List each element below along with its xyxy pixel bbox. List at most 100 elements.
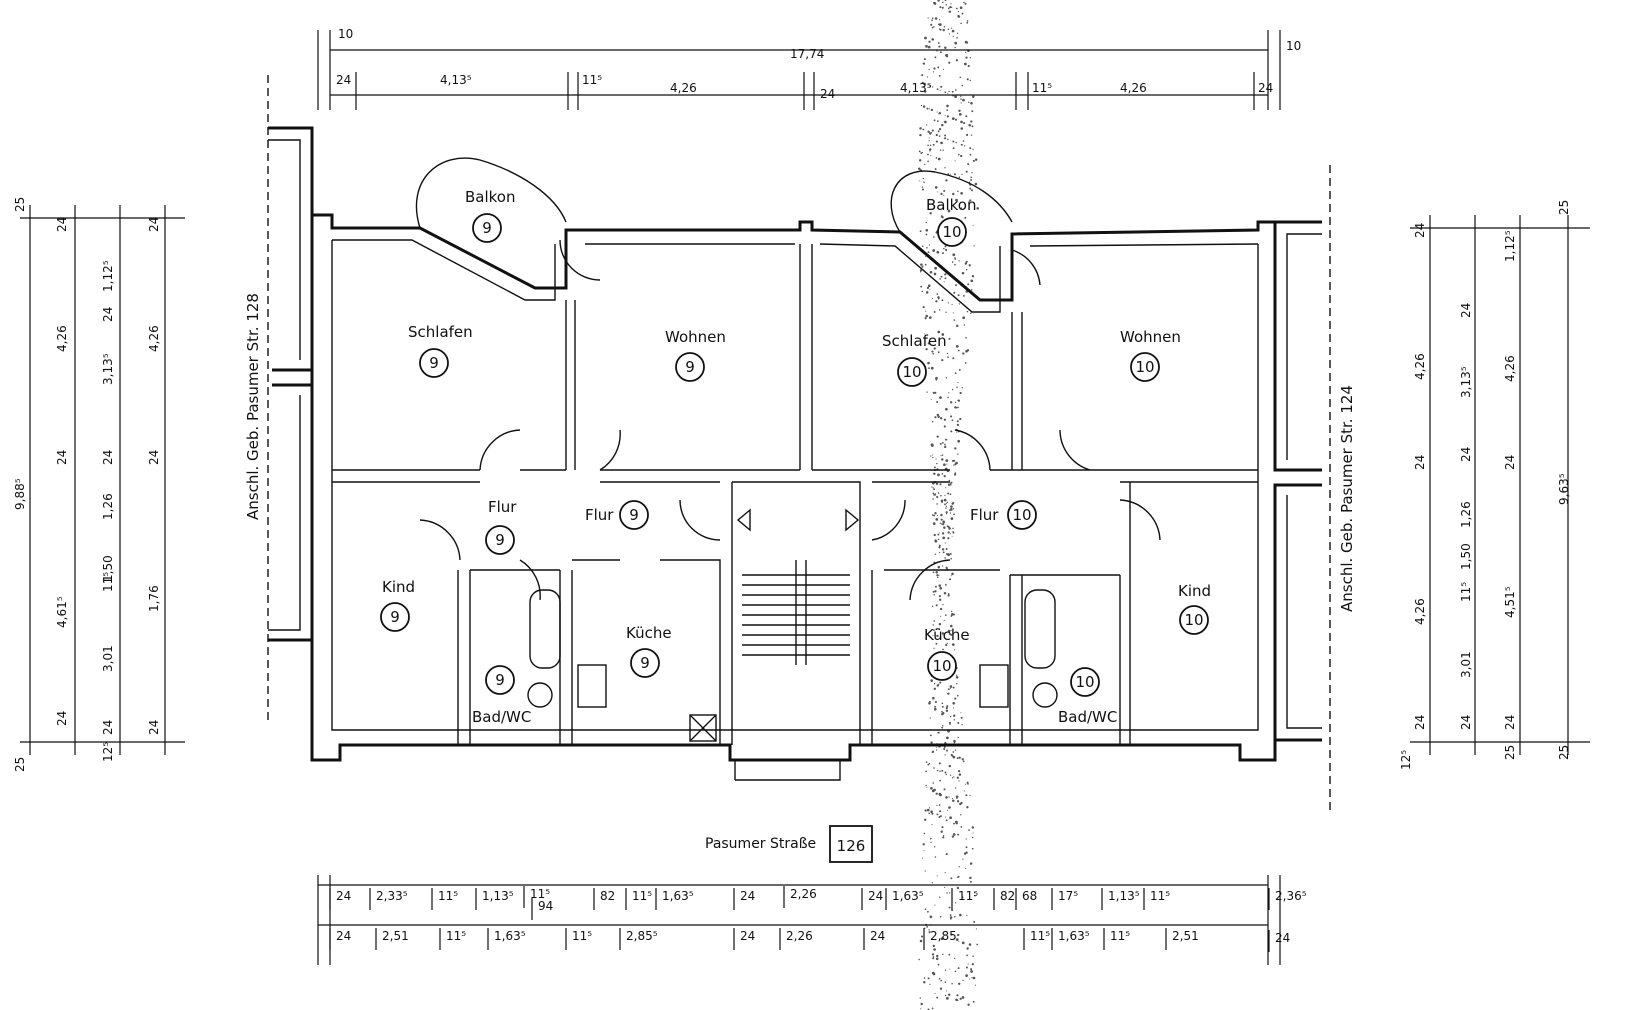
seam-speckle bbox=[927, 763, 930, 766]
seam-speckle bbox=[954, 902, 957, 904]
seam-speckle bbox=[936, 574, 939, 577]
seam-speckle bbox=[927, 45, 931, 49]
seam-speckle bbox=[932, 391, 935, 394]
seam-speckle bbox=[955, 7, 958, 10]
seam-speckle bbox=[948, 61, 951, 64]
room-badge-balkon-left bbox=[472, 213, 502, 243]
seam-speckle bbox=[954, 472, 957, 474]
seam-speckle bbox=[930, 398, 932, 400]
seam-speckle bbox=[950, 629, 952, 632]
seam-speckle bbox=[932, 249, 936, 252]
seam-speckle bbox=[919, 133, 922, 137]
seam-speckle bbox=[923, 977, 926, 979]
seam-speckle bbox=[954, 401, 957, 404]
dim-right-col1-2: 24 bbox=[1413, 455, 1427, 470]
seam-speckle bbox=[939, 770, 941, 772]
seam-speckle bbox=[952, 686, 955, 689]
seam-speckle bbox=[965, 115, 968, 118]
seam-speckle bbox=[934, 416, 937, 419]
seam-speckle bbox=[931, 38, 934, 41]
seam-speckle bbox=[931, 297, 934, 300]
seam-speckle bbox=[954, 257, 956, 259]
left-neighbor-label: Anschl. Geb. Pasumer Str. 128 bbox=[244, 293, 262, 520]
room-label-kueche-right: Küche bbox=[924, 626, 970, 644]
seam-speckle bbox=[926, 391, 928, 393]
seam-speckle bbox=[965, 846, 968, 849]
room-label-flur-b-left: Flur bbox=[585, 506, 614, 524]
seam-speckle bbox=[947, 531, 950, 534]
seam-speckle bbox=[943, 474, 946, 478]
seam-speckle bbox=[953, 173, 956, 176]
seam-speckle bbox=[968, 101, 970, 104]
seam-speckle bbox=[932, 17, 934, 20]
seam-speckle bbox=[961, 387, 963, 389]
seam-speckle bbox=[936, 996, 939, 999]
seam-speckle bbox=[961, 173, 963, 175]
seam-speckle bbox=[972, 224, 974, 226]
seam-speckle bbox=[946, 642, 948, 644]
seam-speckle bbox=[930, 108, 934, 112]
seam-speckle bbox=[951, 419, 954, 422]
seam-speckle bbox=[943, 247, 945, 250]
seam-speckle bbox=[937, 157, 941, 161]
seam-speckle bbox=[934, 512, 937, 515]
dim-top-4: 24 bbox=[820, 87, 835, 101]
room-label-wohnen-right: Wohnen bbox=[1120, 328, 1181, 346]
seam-speckle bbox=[956, 386, 958, 388]
seam-speckle bbox=[942, 1, 944, 4]
seam-speckle bbox=[931, 812, 934, 815]
room-number-schlafen-right: 10 bbox=[902, 363, 921, 381]
room-badge-schlafen-right bbox=[897, 357, 927, 387]
seam-speckle bbox=[936, 462, 938, 465]
seam-speckle bbox=[954, 263, 956, 266]
seam-speckle bbox=[934, 707, 937, 711]
room-label-wohnen-left: Wohnen bbox=[665, 328, 726, 346]
seam-speckle bbox=[961, 724, 963, 726]
seam-speckle bbox=[952, 751, 955, 753]
seam-speckle bbox=[972, 976, 976, 980]
seam-speckle bbox=[938, 74, 941, 77]
seam-speckle bbox=[922, 843, 925, 846]
seam-speckle bbox=[929, 915, 933, 919]
seam-speckle bbox=[939, 51, 942, 54]
seam-speckle bbox=[946, 553, 949, 556]
seam-speckle bbox=[941, 632, 945, 635]
seam-speckle bbox=[966, 310, 969, 313]
seam-speckle bbox=[961, 758, 964, 761]
seam-speckle bbox=[941, 712, 944, 716]
seam-speckle bbox=[973, 245, 975, 247]
seam-speckle bbox=[962, 316, 966, 320]
seam-speckle bbox=[938, 804, 941, 806]
room-label-balkon-right: Balkon bbox=[926, 196, 977, 214]
room-badge-flur-a-left bbox=[485, 525, 515, 555]
seam-speckle bbox=[923, 980, 926, 984]
seam-speckle bbox=[929, 734, 932, 737]
seam-speckle bbox=[951, 643, 955, 646]
seam-speckle bbox=[937, 963, 940, 966]
room-label-flur-a-left: Flur bbox=[488, 498, 517, 516]
seam-speckle bbox=[952, 253, 956, 257]
seam-speckle bbox=[956, 757, 959, 760]
seam-speckle bbox=[954, 447, 957, 450]
dim-top-0: 24 bbox=[336, 73, 351, 87]
room-label-schlafen-right: Schlafen bbox=[882, 332, 947, 350]
seam-speckle bbox=[970, 279, 974, 283]
seam-speckle bbox=[961, 84, 964, 87]
seam-speckle bbox=[944, 816, 947, 818]
dim-bottom-row1-12: 1,63⁵ bbox=[892, 889, 924, 903]
dim-bottom-row2-8: 24 bbox=[870, 929, 885, 943]
seam-speckle bbox=[933, 846, 936, 848]
seam-speckle bbox=[927, 144, 929, 147]
seam-speckle bbox=[927, 342, 930, 345]
dim-bottom-row2-0: 24 bbox=[336, 929, 351, 943]
room-badge-wohnen-left bbox=[675, 352, 705, 382]
seam-speckle bbox=[938, 532, 940, 534]
seam-speckle bbox=[950, 557, 952, 560]
seam-speckle bbox=[967, 1003, 970, 1006]
seam-speckle bbox=[941, 6, 944, 9]
seam-speckle bbox=[945, 507, 947, 509]
seam-speckle bbox=[945, 4, 948, 6]
seam-speckle bbox=[965, 51, 967, 54]
seam-speckle bbox=[919, 269, 923, 272]
